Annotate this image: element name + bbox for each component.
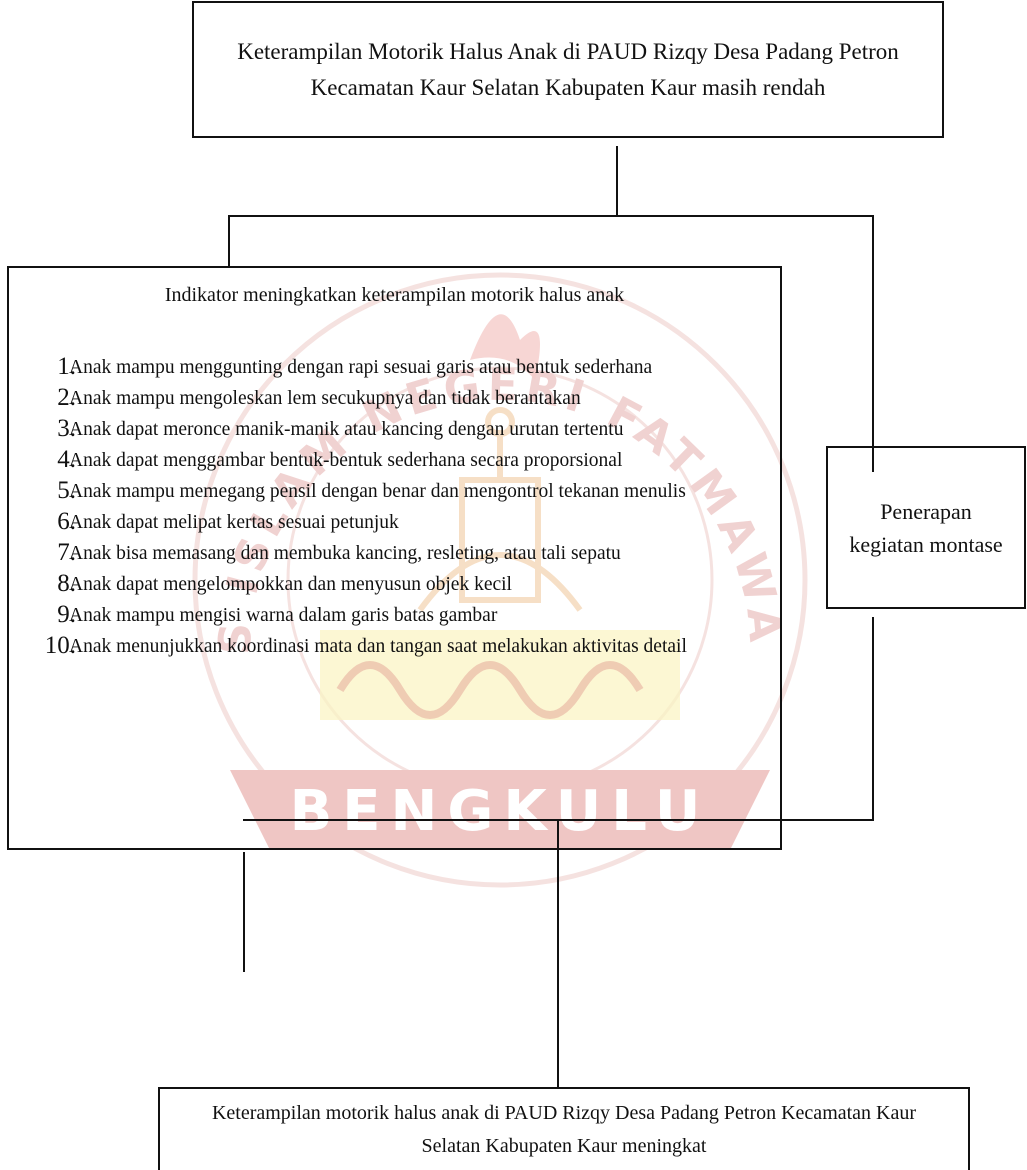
- seal-flame-motif: [470, 314, 540, 380]
- seal-calligraphy-block: [320, 630, 680, 720]
- connector-left-stem-lower: [243, 852, 245, 972]
- outcome-box-text: Keterampilan motorik halus anak di PAUD …: [211, 1101, 917, 1157]
- indicator-item: 6. Anak dapat melipat kertas sesuai petu…: [9, 508, 784, 535]
- problem-box: Keterampilan Motorik Halus Anak di PAUD …: [192, 1, 944, 138]
- indicator-item-number: 1.: [57, 353, 76, 380]
- problem-box-text: Keterampilan Motorik Halus Anak di PAUD …: [237, 38, 899, 100]
- indicator-item-text: Anak mampu memegang pensil dengan benar …: [69, 481, 686, 502]
- indicator-list: 1. Anak mampu menggunting dengan rapi se…: [9, 353, 784, 666]
- indicator-item-number: 9.: [57, 601, 76, 628]
- indicator-item-text: Anak mampu mengisi warna dalam garis bat…: [69, 605, 498, 626]
- treatment-box-text: Penerapan kegiatan montase: [849, 498, 1003, 557]
- indicator-item-number: 3.: [57, 415, 76, 442]
- indicator-item-number: 2.: [57, 384, 76, 411]
- indicator-box-title: Indikator meningkatkan keterampilan moto…: [164, 284, 625, 306]
- treatment-box: Penerapan kegiatan montase: [826, 446, 1026, 609]
- indicator-item-text: Anak mampu mengoleskan lem secukupnya da…: [69, 388, 581, 409]
- connector-left-drop: [228, 215, 230, 267]
- indicator-item-number: 6.: [57, 508, 76, 535]
- indicator-item-text: Anak bisa memasang dan membuka kancing, …: [69, 543, 621, 564]
- indicator-item-number: 4.: [57, 446, 76, 473]
- indicator-item-number: 7.: [57, 539, 76, 566]
- connector-top-horizontal: [228, 215, 874, 217]
- indicator-item-text: Anak dapat menggambar bentuk-bentuk sede…: [69, 450, 623, 471]
- indicator-item: 10. Anak menunjukkan koordinasi mata dan…: [9, 632, 784, 659]
- indicator-item: 4. Anak dapat menggambar bentuk-bentuk s…: [9, 446, 784, 473]
- indicator-item: 3. Anak dapat meronce manik-manik atau k…: [9, 415, 784, 442]
- indicator-item-number: 8.: [57, 570, 76, 597]
- connector-top-stem: [616, 146, 618, 217]
- indicator-item: 5. Anak mampu memegang pensil dengan ben…: [9, 477, 784, 504]
- seal-bengkulu-band: BENGKULU: [230, 770, 770, 850]
- connector-bottom-stem: [557, 819, 559, 1087]
- indicator-item: 8. Anak dapat mengelompokkan dan menyusu…: [9, 570, 784, 597]
- indicator-box: Indikator meningkatkan keterampilan moto…: [7, 266, 782, 850]
- seal-band-text: BENGKULU: [290, 779, 711, 844]
- indicator-item: 7. Anak bisa memasang dan membuka kancin…: [9, 539, 784, 566]
- indicator-item: 2. Anak mampu mengoleskan lem secukupnya…: [9, 384, 784, 411]
- connector-right-drop-lower: [872, 617, 874, 820]
- indicator-item-number: 10.: [44, 632, 76, 659]
- indicator-item: 9. Anak mampu mengisi warna dalam garis …: [9, 601, 784, 628]
- seal-outer-ring: [192, 272, 808, 888]
- seal-building-motif: [417, 407, 583, 612]
- indicator-item-text: Anak dapat mengelompokkan dan menyusun o…: [69, 574, 512, 595]
- indicator-item-text: Anak menunjukkan koordinasi mata dan tan…: [69, 636, 687, 657]
- indicator-item: 1. Anak mampu menggunting dengan rapi se…: [9, 353, 784, 380]
- indicator-item-text: Anak dapat meronce manik-manik atau kanc…: [69, 419, 624, 440]
- outcome-box: Keterampilan motorik halus anak di PAUD …: [158, 1087, 970, 1170]
- indicator-item-number: 5.: [57, 477, 76, 504]
- connector-right-drop-upper: [872, 215, 874, 472]
- indicator-item-text: Anak mampu menggunting dengan rapi sesua…: [69, 357, 653, 378]
- university-seal-watermark: UNIVERSITAS ISLAM NEGERI FATMAWATI SUKAR…: [170, 250, 808, 888]
- indicator-item-text: Anak dapat melipat kertas sesuai petunju…: [69, 512, 399, 533]
